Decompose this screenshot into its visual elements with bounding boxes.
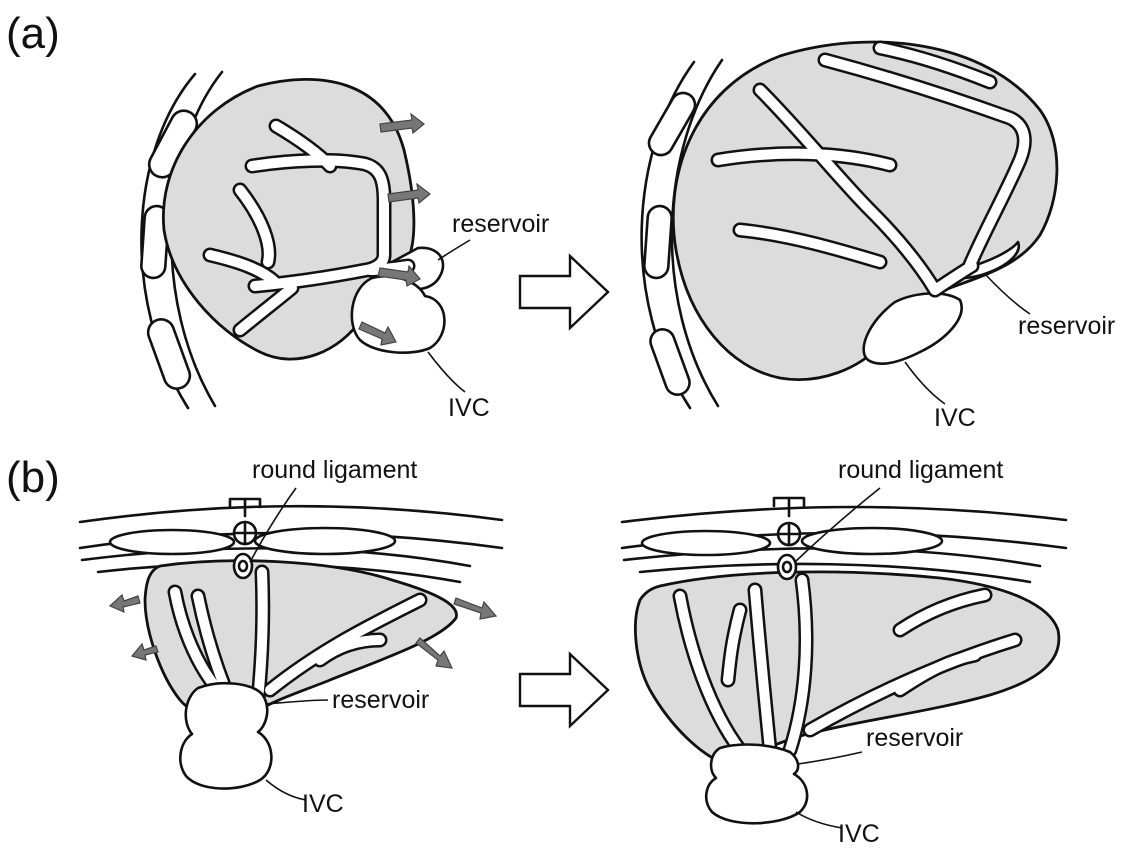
panel-b-label: (b) <box>6 453 60 502</box>
panel-b-right-reservoir-leader <box>798 752 862 764</box>
panel-b-transition-arrow <box>520 654 608 726</box>
panel-a-label: (a) <box>6 9 60 58</box>
panel-a-right-ivc-leader <box>905 362 945 404</box>
panel-b-left-ivc-leader <box>266 780 306 800</box>
panel-b-right-abdominal-wall <box>622 498 1066 582</box>
panel-a-left-ivc-leader <box>428 352 465 392</box>
panel-a-right-reservoir-leader <box>985 274 1030 314</box>
panel-b-right-ivc-label: IVC <box>838 820 880 848</box>
panel-b-right-reservoir-label: reservoir <box>866 724 963 752</box>
panel-b-left-ivc-label: IVC <box>302 790 344 818</box>
panel-a-left-ivc-label: IVC <box>448 394 490 422</box>
panel-b-right-round-ligament <box>778 555 796 579</box>
panel-b-right-reservoir-ivc <box>706 745 807 824</box>
panel-a-left-reservoir-leader <box>438 240 470 260</box>
panel-b-right-ivc-leader <box>796 812 842 828</box>
panel-a-left-reservoir-label: reservoir <box>452 210 549 238</box>
panel-b-left-reservoir-label: reservoir <box>332 686 429 714</box>
panel-b-left-round-ligament <box>234 554 252 578</box>
panel-b-left-ligament-label: round ligament <box>252 456 417 484</box>
panel-a-transition-arrow <box>520 256 608 328</box>
panel-a-right-ivc-label: IVC <box>934 404 976 432</box>
panel-a-right-reservoir-label: reservoir <box>1018 312 1115 340</box>
panel-b-right-ligament-label: round ligament <box>838 456 1003 484</box>
panel-b-left-reservoir-ivc <box>180 683 271 788</box>
